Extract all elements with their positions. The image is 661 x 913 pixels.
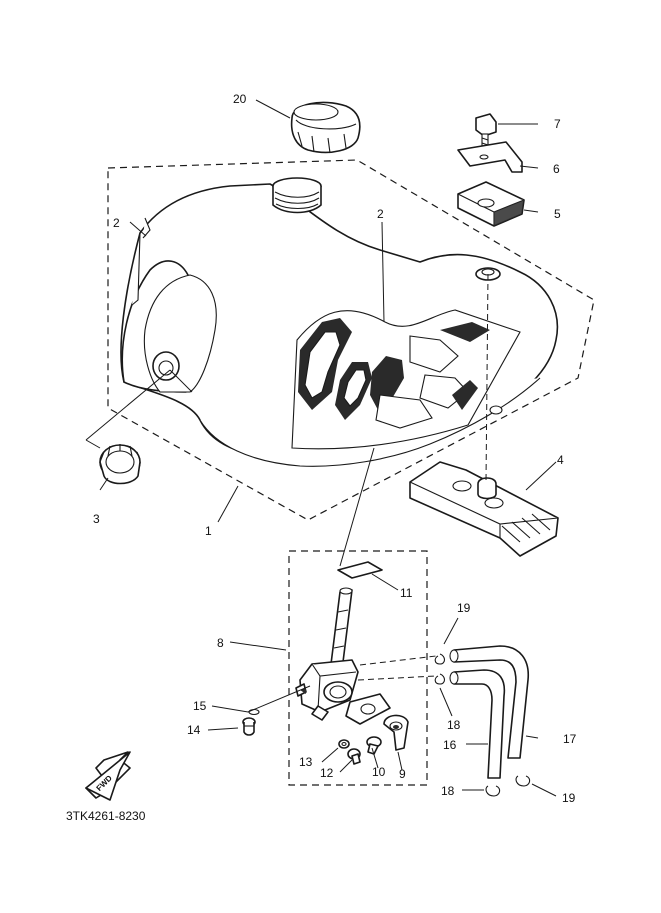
callout-1: 1 [205, 524, 212, 538]
callout-15: 15 [193, 699, 207, 713]
callout-2-left: 2 [113, 216, 120, 230]
callout-2-right: 2 [377, 207, 384, 221]
fuel-cock-assembly-boundary [288, 550, 428, 786]
hose-clip-top-18 [434, 673, 446, 685]
fuel-cock-plate [345, 693, 391, 725]
drain-screw [242, 717, 256, 736]
callout-9: 9 [399, 767, 406, 781]
callout-8: 8 [217, 636, 224, 650]
callout-4: 4 [557, 453, 564, 467]
diagram-part-code: 3TK4261-8230 [66, 809, 146, 823]
fuel-hose-left [449, 669, 506, 779]
tank-damper [457, 181, 525, 227]
washer [338, 739, 350, 749]
fuel-cock-lever [383, 714, 409, 751]
tank-mount-rubber [99, 444, 141, 485]
callout-17: 17 [563, 732, 577, 746]
callout-18-bottom: 18 [441, 784, 455, 798]
tank-assembly-boundary [107, 159, 595, 521]
callout-7: 7 [554, 117, 561, 131]
fuel-cock-gasket [337, 561, 383, 579]
fuel-tank-cap [290, 101, 361, 154]
hose-clip-bottom-19 [515, 775, 531, 787]
hose-clip-bottom-18 [485, 785, 501, 797]
callout-6: 6 [553, 162, 560, 176]
o-ring [248, 708, 260, 716]
callout-10: 10 [372, 765, 386, 779]
forward-direction-arrow: FWD [85, 751, 131, 801]
lever-screw [366, 736, 382, 755]
fuel-tank [120, 177, 559, 467]
bolt [475, 113, 497, 151]
callout-13: 13 [299, 755, 313, 769]
callout-5: 5 [554, 207, 561, 221]
fuel-hose-right [449, 645, 529, 759]
callout-14: 14 [187, 723, 201, 737]
callout-16: 16 [443, 738, 457, 752]
tank-stay [457, 141, 523, 173]
callout-3: 3 [93, 512, 100, 526]
callout-18-top: 18 [447, 718, 461, 732]
callout-20: 20 [233, 92, 247, 106]
cock-screw [347, 748, 361, 765]
tank-rear-bracket [409, 461, 559, 557]
fuel-cock [295, 587, 359, 721]
callout-19-bottom: 19 [562, 791, 576, 805]
callout-11: 11 [400, 586, 413, 600]
callout-numbers: 1 2 2 3 4 5 6 7 8 9 10 11 12 13 14 15 16… [93, 92, 577, 805]
callout-12: 12 [320, 766, 334, 780]
hose-clip-top-19 [434, 653, 446, 665]
leader-lines [85, 99, 557, 797]
callout-19-top: 19 [457, 601, 471, 615]
